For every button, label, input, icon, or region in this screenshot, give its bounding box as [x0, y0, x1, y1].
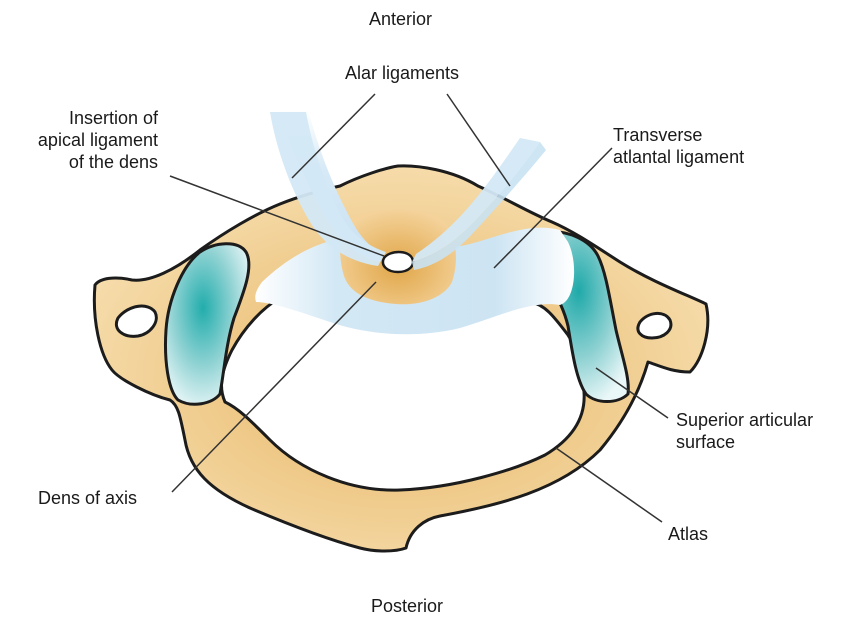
label-dens-of-axis: Dens of axis: [38, 488, 138, 508]
label-articular-line-2: surface: [676, 432, 736, 452]
leader-atlas: [555, 447, 663, 523]
right-alar-ligament-edge: [412, 142, 546, 270]
label-apical-line-3: of the dens: [68, 152, 158, 172]
leader-dens: [171, 281, 377, 493]
leader-alar-right: [446, 93, 511, 187]
label-articular-line-1: Superior articular: [676, 410, 814, 430]
label-superior-articular: Superior articular surface: [676, 409, 813, 453]
leader-alar-left: [291, 93, 376, 179]
right-alar-ligament-body: [412, 138, 540, 262]
label-anterior: Anterior: [369, 9, 433, 29]
label-alar-ligaments: Alar ligaments: [345, 63, 460, 83]
right-transverse-foramen: [636, 312, 673, 340]
label-apical-line-2: apical ligament: [37, 130, 158, 150]
label-atlas: Atlas: [668, 524, 709, 544]
leader-apical: [169, 175, 385, 257]
left-alar-ligament-body: [270, 112, 386, 266]
label-transverse-line-2: atlantal ligament: [613, 147, 745, 167]
leader-articular: [595, 367, 669, 419]
label-transverse-ligament: Transverse atlantal ligament: [613, 124, 744, 168]
label-apical-insertion: Insertion of apical ligament of the dens: [0, 107, 158, 173]
label-transverse-line-1: Transverse: [613, 125, 703, 145]
label-posterior: Posterior: [371, 596, 444, 616]
leader-transverse: [493, 147, 613, 269]
apical-insertion: [381, 250, 415, 274]
label-apical-line-1: Insertion of: [68, 108, 158, 128]
left-articular-surface: [164, 242, 251, 406]
left-transverse-foramen: [115, 304, 158, 338]
